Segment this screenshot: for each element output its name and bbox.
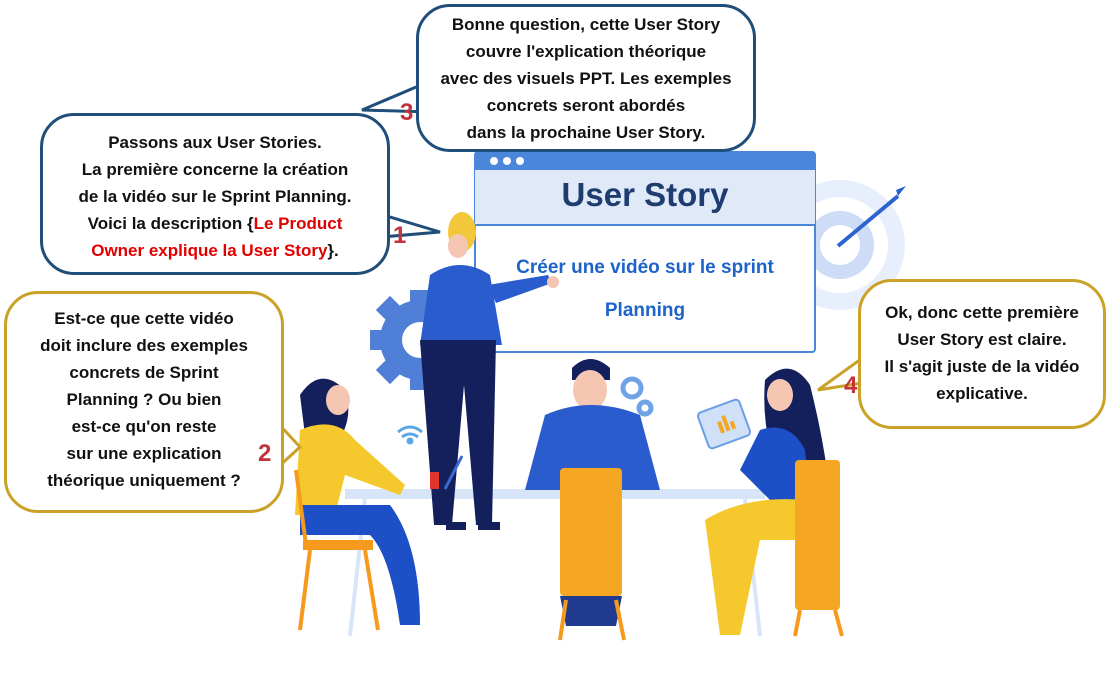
bubble-line: doit inclure des exemples	[40, 336, 248, 355]
step-number-4: 4	[844, 372, 858, 399]
bubble-line: est-ce qu'on reste	[71, 417, 217, 436]
bubble-line: théorique uniquement ?	[47, 471, 241, 490]
bubble-line: La première concerne la création	[81, 160, 349, 179]
bubble-text: }.	[327, 241, 339, 260]
bubble-line: Passons aux User Stories.	[108, 133, 322, 152]
step-number-2: 2	[258, 440, 272, 467]
bubble3-tail	[361, 80, 431, 114]
meeting-table	[345, 489, 765, 499]
bubble-line: dans la prochaine User Story.	[466, 123, 706, 142]
bubble-line: Voici la description {Le Product	[43, 210, 387, 237]
wifi-icon	[397, 425, 423, 445]
small-gear-icon	[620, 376, 654, 417]
bubble-line: couvre l'explication théorique	[465, 42, 707, 61]
speech-bubble-3: Bonne question, cette User Story couvre …	[416, 4, 756, 152]
speech-bubble-4: Ok, donc cette première User Story est c…	[858, 279, 1106, 429]
highlight-text: Owner explique la User Story	[91, 241, 328, 260]
bubble-line: User Story est claire.	[897, 330, 1067, 349]
woman-left-figure	[294, 378, 420, 631]
bubble-line: Planning ? Ou bien	[66, 390, 222, 409]
man-center-figure	[525, 359, 660, 641]
board-task-line: Créer une vidéo sur le sprint	[516, 257, 774, 278]
board-task: Créer une vidéo sur le sprint Planning	[490, 246, 800, 332]
bubble-line: Est-ce que cette vidéo	[54, 309, 234, 328]
bubble-line: Bonne question, cette User Story	[451, 15, 721, 34]
speech-bubble-2: Est-ce que cette vidéo doit inclure des …	[4, 291, 284, 513]
board-window	[474, 151, 816, 353]
step-number-1: 1	[393, 222, 407, 249]
laptop	[443, 455, 464, 490]
board-title: User Story	[561, 176, 729, 213]
bubble-line: sur une explication	[66, 444, 222, 463]
bubble-line: concrets de Sprint	[69, 363, 219, 382]
step-number-3: 3	[400, 99, 414, 126]
bubble-text: Voici la description {	[87, 214, 254, 233]
board-task-line: Planning	[604, 300, 686, 321]
tablet-chart-icon	[696, 398, 752, 450]
speech-bubble-1: Passons aux User Stories. La première co…	[40, 113, 390, 275]
woman-right-figure	[696, 368, 844, 637]
bubble-line: Owner explique la User Story}.	[43, 237, 387, 264]
highlight-text: Le Product	[253, 214, 343, 233]
bubble-line: explicative.	[936, 384, 1028, 403]
bubble-line: Ok, donc cette première	[885, 303, 1079, 322]
bubble-line: concrets seront abordés	[486, 96, 686, 115]
bubble4-tail	[817, 352, 869, 392]
cup	[430, 472, 439, 489]
bubble-line: avec des visuels PPT. Les exemples	[440, 69, 732, 88]
bubble-line: Il s'agit juste de la vidéo	[884, 357, 1080, 376]
bubble-line: de la vidéo sur le Sprint Planning.	[78, 187, 352, 206]
